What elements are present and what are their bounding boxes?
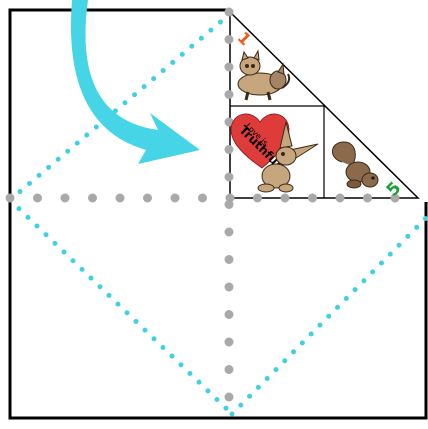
center-fold-lines bbox=[10, 12, 420, 420]
curved-arrow-icon bbox=[71, 0, 200, 164]
folded-flap bbox=[230, 12, 418, 198]
diagonal-fold-lines bbox=[10, 14, 426, 414]
fold-line-top-left bbox=[10, 14, 230, 200]
paper-outline bbox=[10, 10, 426, 418]
fold-line-bottom-right bbox=[232, 218, 426, 414]
fold-line-bottom-left bbox=[10, 200, 232, 414]
